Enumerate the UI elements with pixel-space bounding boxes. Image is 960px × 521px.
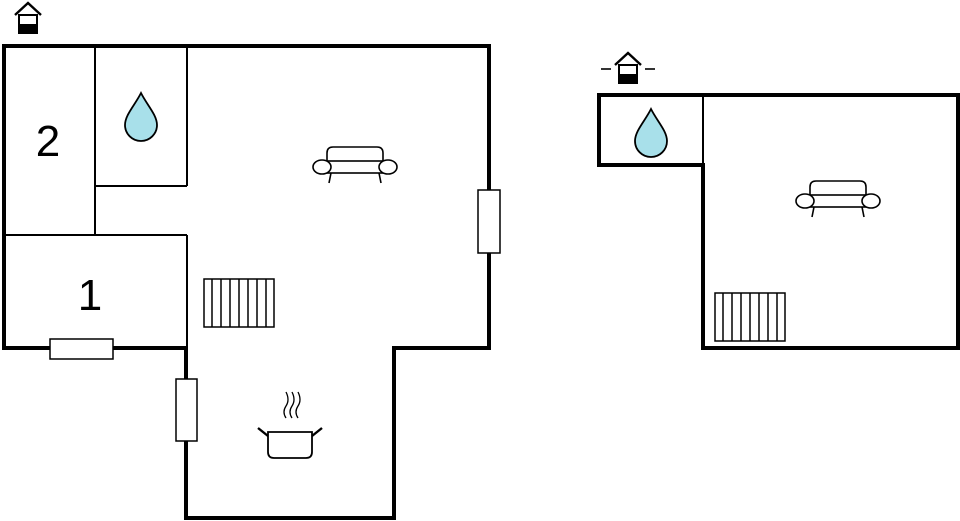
room-label-1: 1 <box>78 271 102 320</box>
living-room-icon <box>795 180 881 218</box>
bathroom-icon <box>124 92 158 142</box>
floor-level-icon <box>13 1 43 35</box>
upper-floor <box>597 51 960 350</box>
room-label-2: 2 <box>36 117 60 166</box>
bathroom-icon <box>634 108 668 158</box>
stairs-icon <box>714 292 786 342</box>
window <box>175 378 198 442</box>
stairs-icon <box>203 278 275 328</box>
floor-level-icon <box>601 51 655 85</box>
kitchen-icon <box>257 391 323 459</box>
living-room-icon <box>312 146 398 184</box>
interior-walls <box>4 46 188 348</box>
ground-floor: 2 1 <box>2 1 501 520</box>
window <box>477 189 501 254</box>
exterior-wall <box>597 93 960 350</box>
window <box>49 338 114 360</box>
